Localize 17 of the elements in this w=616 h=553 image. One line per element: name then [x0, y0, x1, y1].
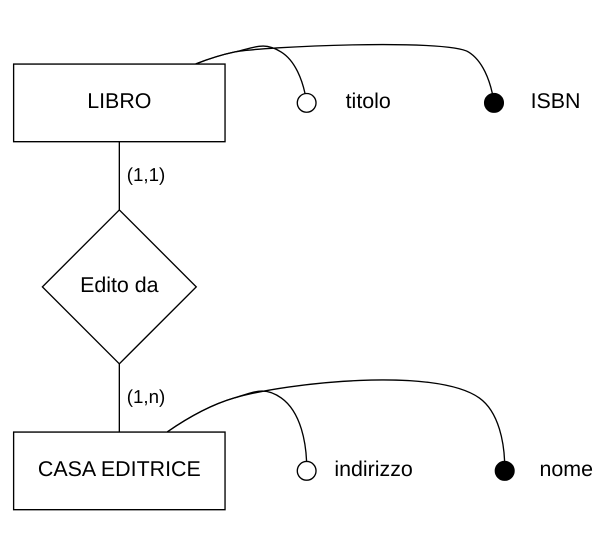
connector	[196, 43, 493, 93]
node-label: ISBN	[530, 88, 581, 112]
node-dot	[494, 460, 515, 480]
connector	[118, 364, 120, 432]
edge-label: (1,1)	[126, 163, 166, 184]
node-diamond: Edito da	[41, 208, 198, 364]
node-box: CASA EDITRICE	[12, 430, 226, 510]
connector	[118, 141, 120, 210]
node-label: titolo	[346, 88, 391, 112]
node-dot	[484, 92, 504, 112]
node-circle	[296, 460, 317, 480]
node-circle	[296, 92, 317, 112]
node-box: LIBRO	[12, 62, 226, 142]
node-label: indirizzo	[334, 456, 413, 480]
edge-label: (1,n)	[126, 385, 166, 406]
node-label: nome	[539, 456, 594, 480]
connector	[166, 378, 506, 461]
